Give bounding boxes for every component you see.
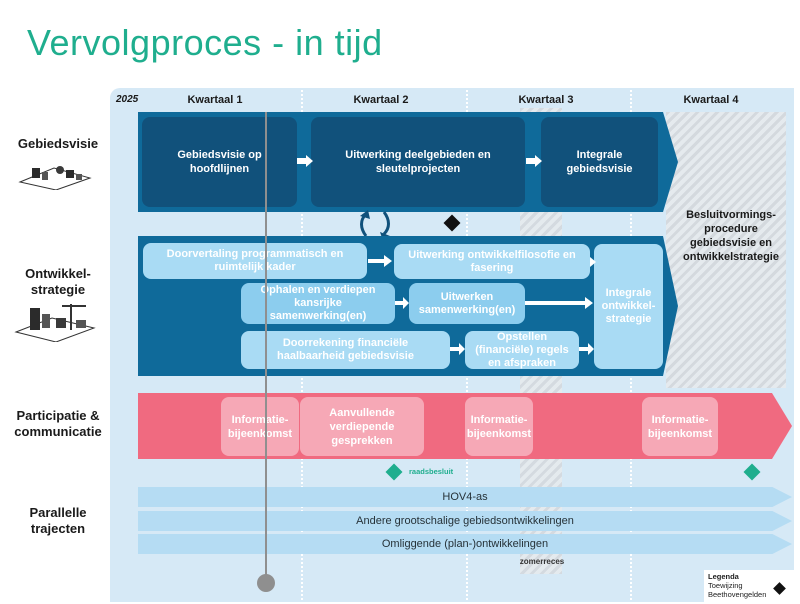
legend: Legenda Toewijzing Beethovengelden <box>704 570 794 602</box>
legend-item-line2: Beethovengelden <box>708 590 767 599</box>
box-informatiebijeenkomst-1: Informatie-bijeenkomst <box>221 397 299 456</box>
besluitvorming-text: Besluitvormings- procedure gebiedsvisie … <box>683 209 779 263</box>
city-map-icon <box>18 166 92 190</box>
city-build-icon <box>14 304 96 342</box>
row-label-parallelle: Parallelle trajecten <box>29 505 87 536</box>
track-label: Andere grootschalige gebiedsontwikkeling… <box>356 515 574 527</box>
box-informatiebijeenkomst-3: Informatie-bijeenkomst <box>642 397 718 456</box>
track-label: Omliggende (plan-)ontwikkelingen <box>381 538 549 550</box>
box-opstellen-regels: Opstellen (financiële) regels en afsprak… <box>465 331 579 369</box>
row-label-gebiedsvisie: Gebiedsvisie <box>17 136 99 151</box>
quarter-2-label: Kwartaal 2 <box>353 94 409 106</box>
q4-hatch <box>666 112 786 388</box>
current-time-marker <box>257 574 275 592</box>
arrow-right-icon <box>297 155 313 167</box>
box-integrale-ontwikkelstrategie: Integrale ontwikkel-strategie <box>594 244 663 369</box>
arrow-right-icon <box>579 343 594 355</box>
track-hov4-as: HOV4-as <box>138 487 792 507</box>
arrow-right-icon <box>368 255 392 267</box>
arrow-right-icon <box>526 155 542 167</box>
row-label-ontwikkelstrategie: Ontwikkel- strategie <box>25 266 91 297</box>
arrow-right-icon <box>395 297 409 309</box>
arrow-right-icon <box>450 343 465 355</box>
box-aanvullende-gesprekken: Aanvullende verdiepende gesprekken <box>300 397 424 456</box>
box-uitwerking-deelgebieden: Uitwerking deelgebieden en sleutelprojec… <box>311 117 525 207</box>
zomerreces-label: zomerreces <box>519 557 565 566</box>
box-doorvertaling: Doorvertaling programmatisch en ruimteli… <box>143 243 367 279</box>
legend-item-line1: Toewijzing <box>708 581 743 590</box>
box-informatiebijeenkomst-2: Informatie-bijeenkomst <box>465 397 533 456</box>
year-label: 2025 <box>116 94 139 105</box>
box-integrale-gebiedsvisie: Integrale gebiedsvisie <box>541 117 658 207</box>
legend-title: Legenda <box>708 572 739 581</box>
track-label: HOV4-as <box>442 491 488 503</box>
quarter-1-label: Kwartaal 1 <box>187 94 243 106</box>
arrow-right-icon <box>525 297 593 309</box>
arrow-right-icon <box>590 257 596 267</box>
feedback-arrows-icon <box>360 210 390 238</box>
box-doorrekening: Doorrekening financiële haalbaarheid geb… <box>241 331 450 369</box>
current-time-line <box>265 112 267 582</box>
track-omliggende-ontwikkelingen: Omliggende (plan-)ontwikkelingen <box>138 534 792 554</box>
track-gebiedsontwikkelingen: Andere grootschalige gebiedsontwikkeling… <box>138 511 792 531</box>
page-title: Vervolgproces - in tijd <box>27 22 383 63</box>
raadsbesluit-label: raadsbesluit <box>409 467 454 476</box>
quarter-4-label: Kwartaal 4 <box>683 94 739 106</box>
box-uitwerking-ontwikkelfilosofie: Uitwerking ontwikkelfilosofie en faserin… <box>394 244 590 279</box>
box-uitwerken-samenwerking: Uitwerken samenwerking(en) <box>409 283 525 324</box>
quarter-3-label: Kwartaal 3 <box>518 94 574 106</box>
box-gebiedsvisie-hoofdlijnen: Gebiedsvisie op hoofdlijnen <box>142 117 297 207</box>
row-label-participatie: Participatie & communicatie <box>14 408 102 439</box>
